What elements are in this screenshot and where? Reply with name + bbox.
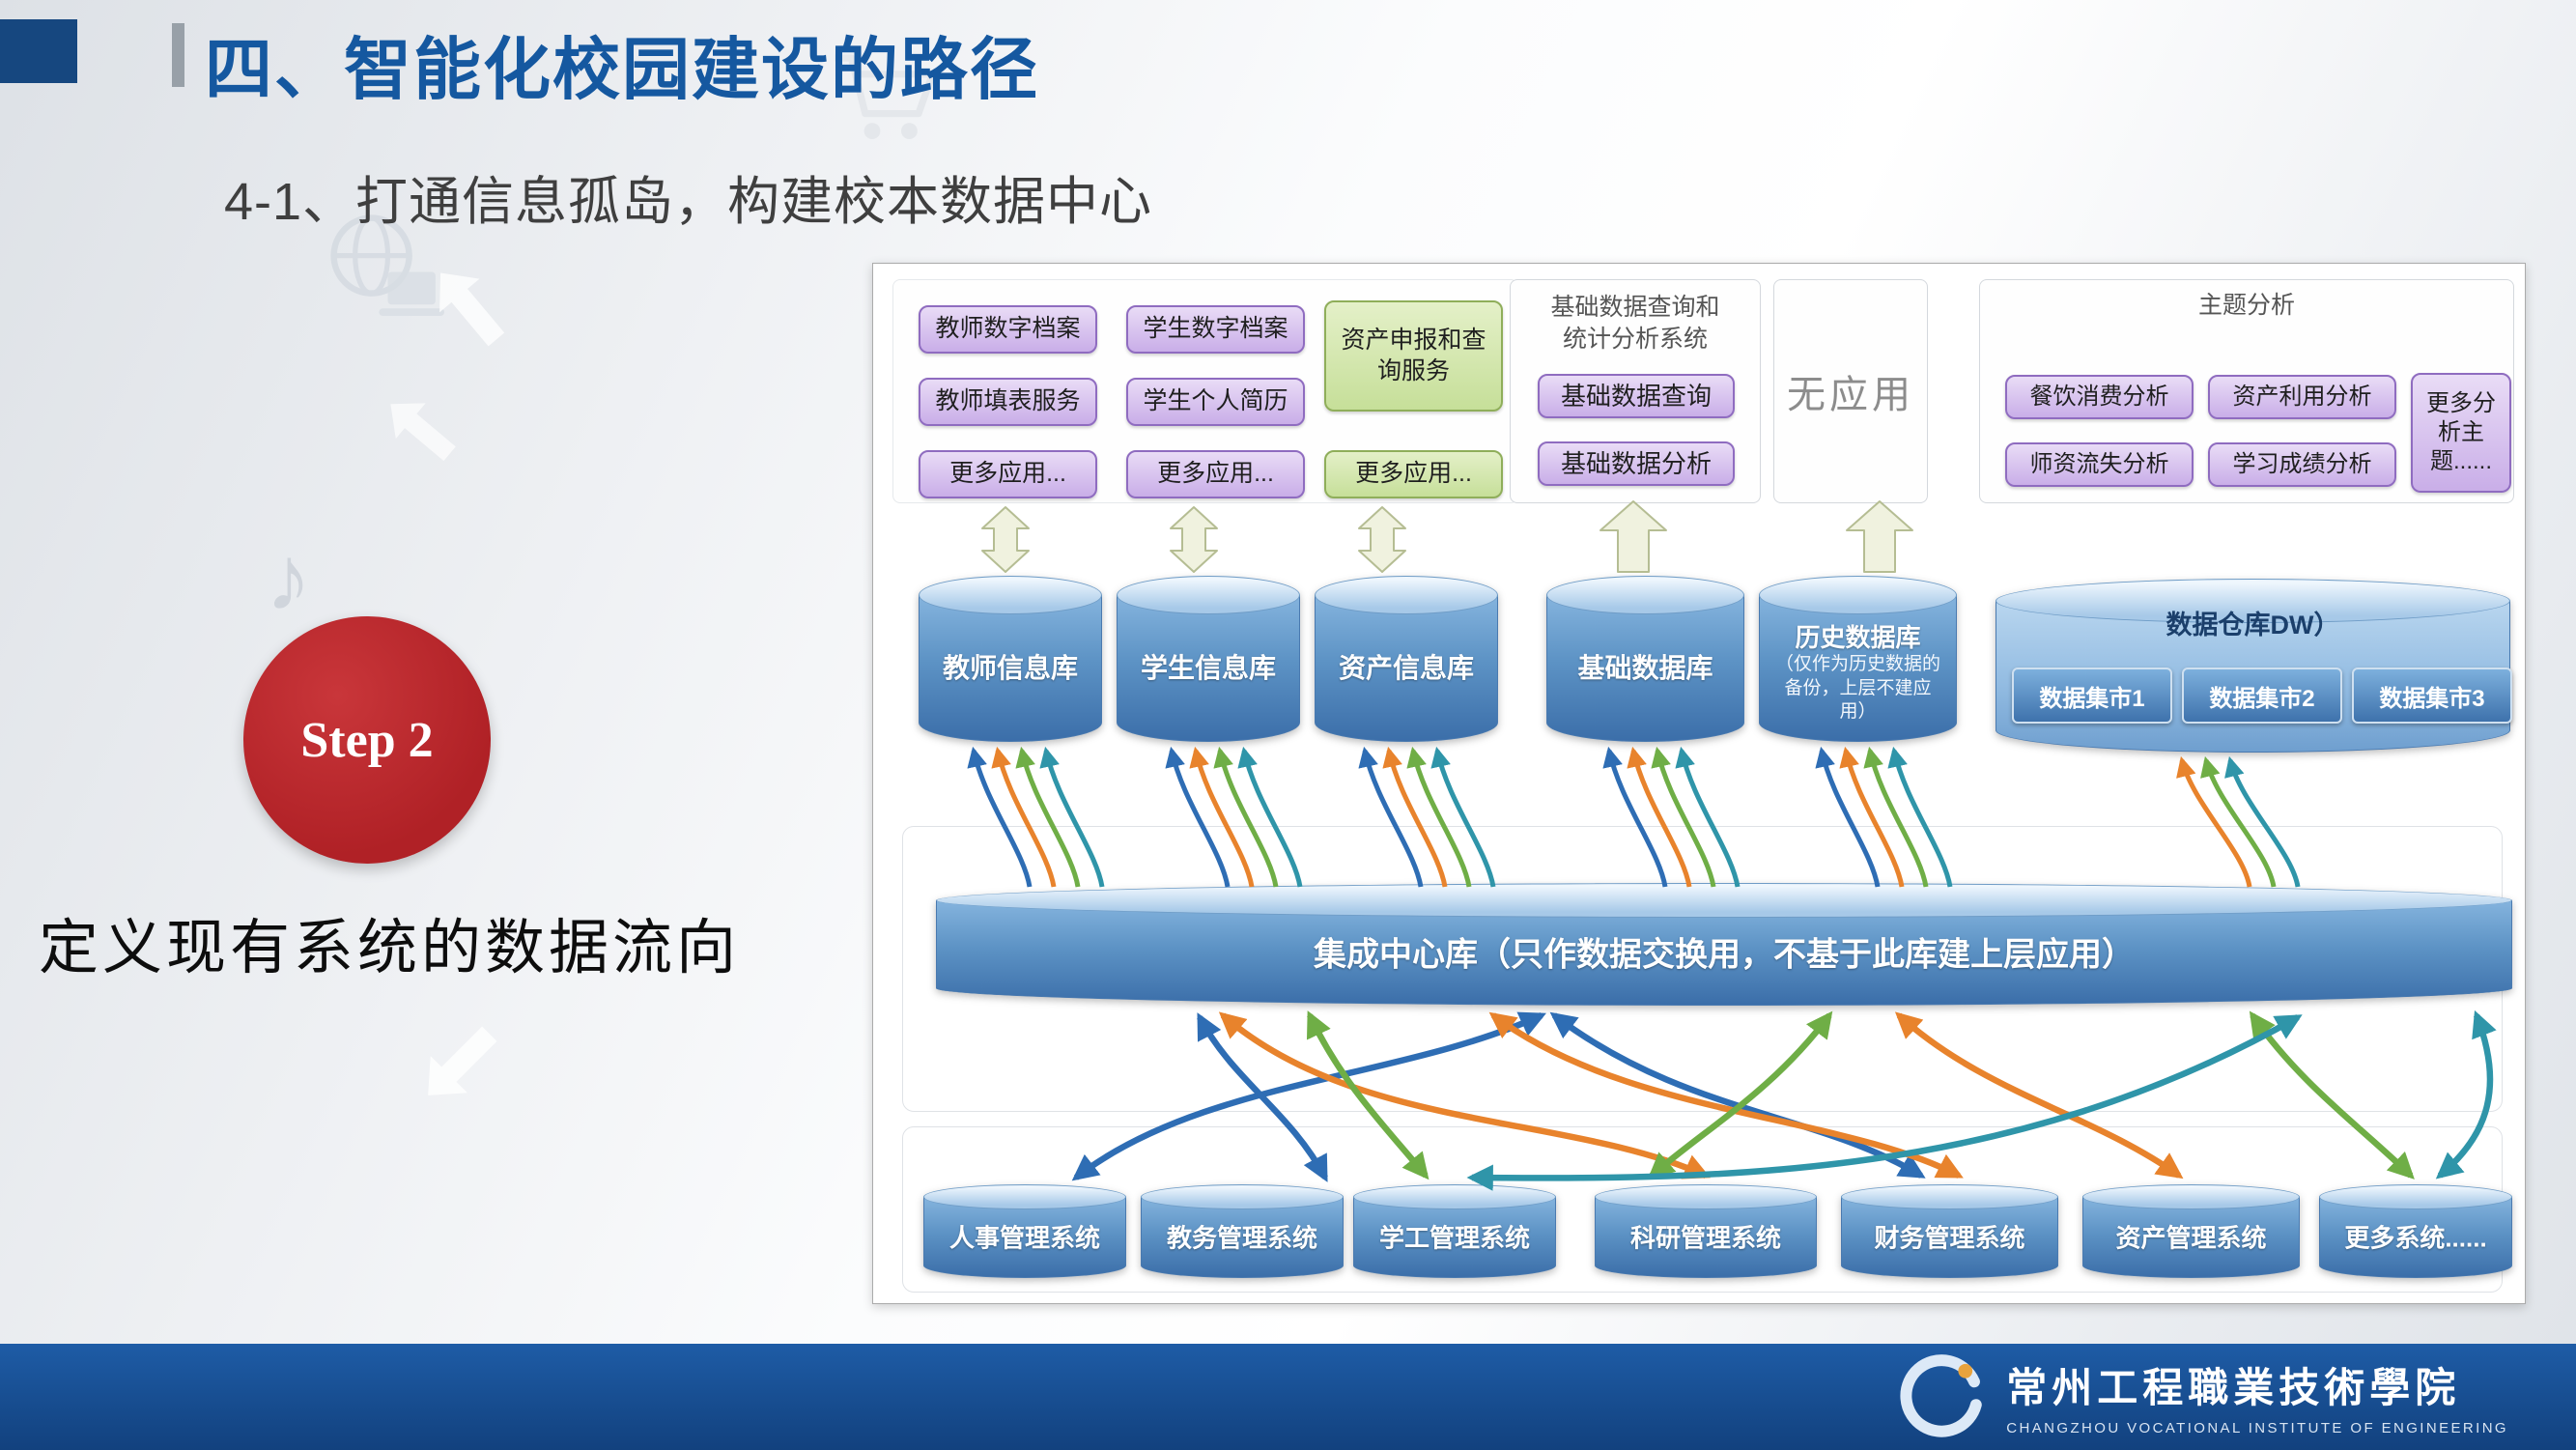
- app-group-no-app: 无应用: [1773, 279, 1928, 503]
- step-badge: Step 2: [243, 616, 491, 864]
- system-asset: 资产管理系统: [2082, 1184, 2300, 1278]
- cylinder-top: [2319, 1184, 2512, 1209]
- cylinder-body: [2082, 1197, 2300, 1278]
- db-basic: 基础数据库: [1546, 576, 1744, 742]
- app-more-2: 更多应用...: [1126, 450, 1305, 498]
- no-app-label: 无应用: [1787, 374, 1914, 416]
- cylinder-body: [1315, 595, 1498, 742]
- db-history-note: （仅作为历史数据的备份，上层不建应用）: [1774, 654, 1940, 723]
- architecture-diagram: 教师数字档案 教师填表服务 更多应用... 学生数字档案 学生个人简历 更多应用…: [872, 263, 2526, 1304]
- cylinder-body: [1595, 1197, 1817, 1278]
- app-basic-data-query: 基础数据查询: [1538, 374, 1735, 418]
- db-teacher: 教师信息库: [919, 576, 1102, 742]
- app-more-1: 更多应用...: [919, 450, 1097, 498]
- corner-accent-block: [0, 19, 77, 83]
- watermark-arrow-icon: [428, 1026, 497, 1095]
- cylinder-body: [919, 595, 1102, 742]
- app-group-query: 基础数据查询和统计分析系统 基础数据查询 基础数据分析: [1510, 279, 1761, 503]
- cylinder-body: [1546, 595, 1744, 742]
- system-academic: 教务管理系统: [1141, 1184, 1344, 1278]
- cylinder-body: [1841, 1197, 2058, 1278]
- system-academic-label: 教务管理系统: [1166, 1223, 1317, 1253]
- system-more-label: 更多系统......: [2344, 1223, 2487, 1253]
- db-student-label: 学生信息库: [1140, 653, 1276, 683]
- app-dining-analysis: 餐饮消费分析: [2005, 375, 2194, 419]
- page-title: 四、智能化校园建设的路径: [205, 32, 1039, 107]
- school-logo: 常州工程職業技術學院 CHANGZHOU VOCATIONAL INSTITUT…: [1896, 1351, 2508, 1440]
- system-research-label: 科研管理系统: [1629, 1223, 1781, 1253]
- cylinder-body: [1141, 1197, 1344, 1278]
- footer-bar: 常州工程職業技術學院 CHANGZHOU VOCATIONAL INSTITUT…: [0, 1344, 2576, 1450]
- cylinder-top: [1996, 579, 2510, 623]
- db-warehouse-dw: 数据仓库DW） 数据集市1 数据集市2 数据集市3: [1996, 579, 2512, 753]
- db-history-label: 历史数据库: [1795, 623, 1921, 652]
- cylinder-top: [919, 576, 1102, 614]
- school-logo-icon: [1900, 1354, 1983, 1437]
- system-hr-label: 人事管理系统: [948, 1223, 1100, 1253]
- system-student-affairs-label: 学工管理系统: [1378, 1223, 1530, 1253]
- db-basic-label: 基础数据库: [1577, 653, 1713, 683]
- db-warehouse-label: 数据仓库DW）: [2166, 611, 2340, 640]
- data-mart-2: 数据集市2: [2182, 668, 2342, 724]
- system-hr: 人事管理系统: [923, 1184, 1126, 1278]
- db-history: 历史数据库 （仅作为历史数据的备份，上层不建应用）: [1759, 576, 1957, 742]
- cylinder-body: [923, 1197, 1126, 1278]
- db-asset: 资产信息库: [1315, 576, 1498, 742]
- cylinder-body: [936, 900, 2512, 1006]
- school-name-block: 常州工程職業技術學院 CHANGZHOU VOCATIONAL INSTITUT…: [2006, 1355, 2508, 1436]
- school-name: 常州工程職業技術學院: [2006, 1367, 2461, 1411]
- cylinder-top: [936, 883, 2512, 918]
- cylinder-body: [1353, 1197, 1556, 1278]
- cylinder-body: [1759, 595, 1957, 742]
- cylinder-top: [1759, 576, 1957, 614]
- cylinder-top: [1315, 576, 1498, 614]
- system-more: 更多系统......: [2319, 1184, 2512, 1278]
- app-teacher-archive: 教师数字档案: [919, 305, 1097, 354]
- school-name-english: CHANGZHOU VOCATIONAL INSTITUTE OF ENGINE…: [2006, 1420, 2508, 1436]
- app-grade-analysis: 学习成绩分析: [2208, 442, 2396, 487]
- app-teacher-loss-analysis: 师资流失分析: [2005, 442, 2194, 487]
- app-group-theme-analysis: 主题分析 餐饮消费分析 资产利用分析 师资流失分析 学习成绩分析 更多分析主题.…: [1979, 279, 2514, 503]
- app-more-themes: 更多分析主题......: [2411, 373, 2511, 493]
- cylinder-top: [1353, 1184, 1556, 1209]
- watermark-arrow-icon: [439, 272, 505, 347]
- app-student-archive: 学生数字档案: [1126, 305, 1305, 354]
- app-more-3: 更多应用...: [1324, 450, 1503, 498]
- db-teacher-label: 教师信息库: [942, 653, 1078, 683]
- integration-center-label: 集成中心库（只作数据交换用，不基于此库建上层应用）: [1314, 936, 2135, 974]
- system-research: 科研管理系统: [1595, 1184, 1817, 1278]
- db-asset-label: 资产信息库: [1338, 653, 1474, 683]
- cylinder-body: [2319, 1197, 2512, 1278]
- integration-center-db: 集成中心库（只作数据交换用，不基于此库建上层应用）: [936, 883, 2512, 1006]
- app-basic-data-analysis: 基础数据分析: [1538, 441, 1735, 486]
- watermark-music-note-icon: ♪: [266, 527, 312, 630]
- cylinder-top: [1546, 576, 1744, 614]
- step-badge-label: Step 2: [300, 712, 434, 768]
- cylinder-top: [1141, 1184, 1344, 1209]
- data-mart-3: 数据集市3: [2352, 668, 2512, 724]
- page-subtitle: 4-1、打通信息孤岛，构建校本数据中心: [224, 173, 1153, 231]
- db-student: 学生信息库: [1117, 576, 1300, 742]
- title-accent-bar: [172, 23, 184, 87]
- system-asset-label: 资产管理系统: [2115, 1223, 2267, 1253]
- cylinder-top: [2082, 1184, 2300, 1209]
- cylinder-top: [923, 1184, 1126, 1209]
- app-teacher-form: 教师填表服务: [919, 378, 1097, 426]
- cylinder-top: [1117, 576, 1300, 614]
- theme-group-header: 主题分析: [2197, 292, 2295, 319]
- query-group-header: 基础数据查询和统计分析系统: [1550, 294, 1720, 353]
- block-arrows: [981, 500, 1913, 573]
- app-asset-declare: 资产申报和查询服务: [1324, 300, 1503, 412]
- app-asset-usage-analysis: 资产利用分析: [2208, 375, 2396, 419]
- system-finance: 财务管理系统: [1841, 1184, 2058, 1278]
- system-student-affairs: 学工管理系统: [1353, 1184, 1556, 1278]
- app-student-resume: 学生个人简历: [1126, 378, 1305, 426]
- cylinder-top: [1595, 1184, 1817, 1209]
- cylinder-top: [1841, 1184, 2058, 1209]
- watermark-arrow-icon: [390, 403, 456, 462]
- step-caption: 定义现有系统的数据流向: [39, 915, 741, 981]
- cylinder-body: [1117, 595, 1300, 742]
- data-mart-1: 数据集市1: [2012, 668, 2172, 724]
- system-finance-label: 财务管理系统: [1874, 1223, 2025, 1253]
